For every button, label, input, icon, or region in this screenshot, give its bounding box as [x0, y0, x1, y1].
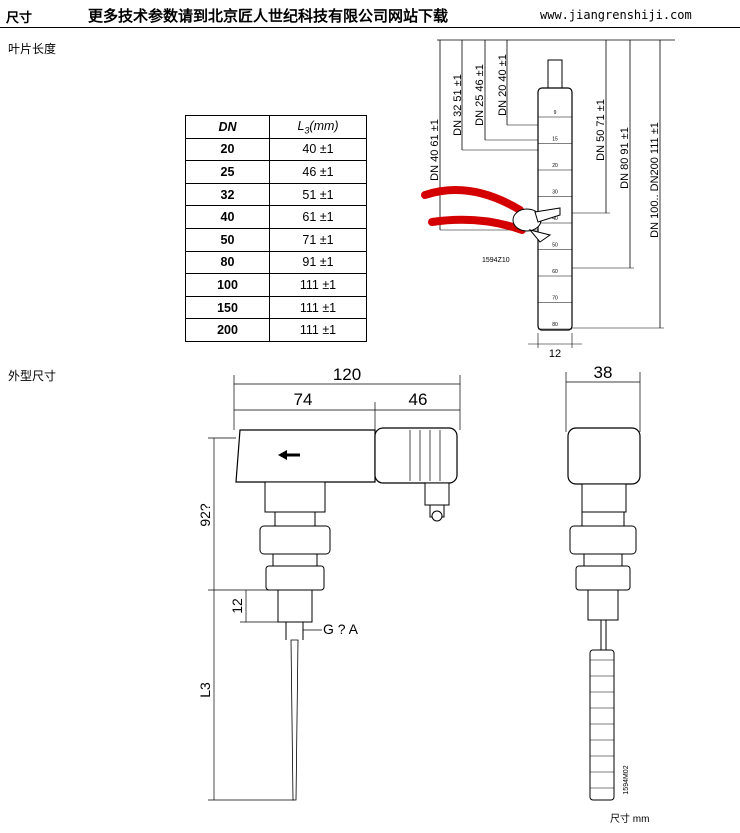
l3-cell: 111 ±1 [269, 318, 367, 342]
outline-drawing: 120 74 46 92? 12 L3 G ? A 38 1594 [197, 363, 649, 825]
dn-cell: 32 [185, 182, 270, 207]
outline-blade [290, 639, 299, 801]
dim-body-width: 74 [294, 390, 313, 409]
blade-scale-mark: 9 [554, 110, 557, 116]
dim-blade-length: L3 [197, 682, 213, 698]
l3-cell: 46 ±1 [269, 160, 367, 184]
blade-scale-mark: 30 [552, 190, 558, 196]
dim-dn80: DN 80 91 ±1 [619, 127, 631, 189]
dim-dn40: DN 40 61 ±1 [429, 119, 441, 181]
blade-length-drawing: DN 40 61 ±1 DN 32 51 ±1 DN 25 46 ±1 DN 2… [421, 39, 675, 360]
dn-cell: 25 [185, 160, 270, 184]
dim-thread-length: 12 [229, 598, 245, 614]
blade-scale-mark: 15 [552, 137, 558, 143]
dn-cell: 50 [185, 227, 270, 252]
table-header-row: DN L3(mm) [185, 115, 367, 139]
l3-cell: 111 ±1 [269, 273, 367, 297]
blade-scale-mark: 40 [552, 216, 558, 222]
header-banner: 更多技术参数请到北京匠人世纪科技有限公司网站下载 [88, 7, 449, 25]
thread-spec: G ? A [323, 621, 359, 637]
dn-cell: 100 [185, 273, 270, 297]
l3-cell: 61 ±1 [269, 205, 367, 229]
blade-scale-mark: 60 [552, 269, 558, 275]
connector [374, 427, 458, 484]
dn-cell: 150 [185, 295, 270, 320]
dim-dn25: DN 25 46 ±1 [474, 64, 486, 126]
blade-drawing-code: 1594Z10 [482, 257, 510, 264]
dim-dn32: DN 32 51 ±1 [452, 74, 464, 136]
housing [235, 429, 376, 483]
header-divider [0, 27, 740, 28]
dn-cell: 200 [185, 318, 270, 342]
side-blade [589, 649, 615, 801]
website-link[interactable]: www.jiangrenshiji.com [540, 8, 692, 22]
dim-total-width: 120 [333, 365, 361, 384]
l3-cell: 51 ±1 [269, 182, 367, 207]
l3-cell: 40 ±1 [269, 137, 367, 162]
dn-cell: 20 [185, 137, 270, 162]
l3-cell: 91 ±1 [269, 250, 367, 275]
dn-column-header: DN [185, 115, 270, 139]
dim-dn100-200: DN 100.. DN200 111 ±1 [649, 122, 661, 238]
dim-side-width: 38 [594, 363, 613, 382]
l3-cell: 71 ±1 [269, 227, 367, 252]
dim-height: 92? [197, 503, 213, 527]
blade-width-label: 12 [549, 348, 561, 360]
section-title: 尺寸 [6, 11, 33, 26]
blade-scale-mark: 50 [552, 243, 558, 249]
dim-connector-width: 46 [409, 390, 428, 409]
dn-cell: 40 [185, 205, 270, 229]
l3-column-header: L3(mm) [269, 115, 367, 139]
side-housing [567, 427, 641, 485]
pliers-handle-lower [428, 215, 526, 234]
blade-scale-mark: 20 [552, 163, 558, 169]
blade-scale-mark: 70 [552, 296, 558, 302]
blade-scale-mark: 80 [552, 322, 558, 328]
blade-length-label: 叶片长度 [8, 42, 57, 56]
outline-drawing-code: 1594M02 [623, 765, 630, 794]
dim-dn50: DN 50 71 ±1 [595, 99, 607, 161]
l3-cell: 111 ±1 [269, 295, 367, 320]
outline-dims-label: 外型尺寸 [8, 369, 57, 383]
pliers-handle-upper [421, 186, 524, 214]
dn-cell: 80 [185, 250, 270, 275]
unit-note: 尺寸 mm [610, 812, 649, 825]
dim-dn20: DN 20 40 ±1 [497, 54, 509, 116]
